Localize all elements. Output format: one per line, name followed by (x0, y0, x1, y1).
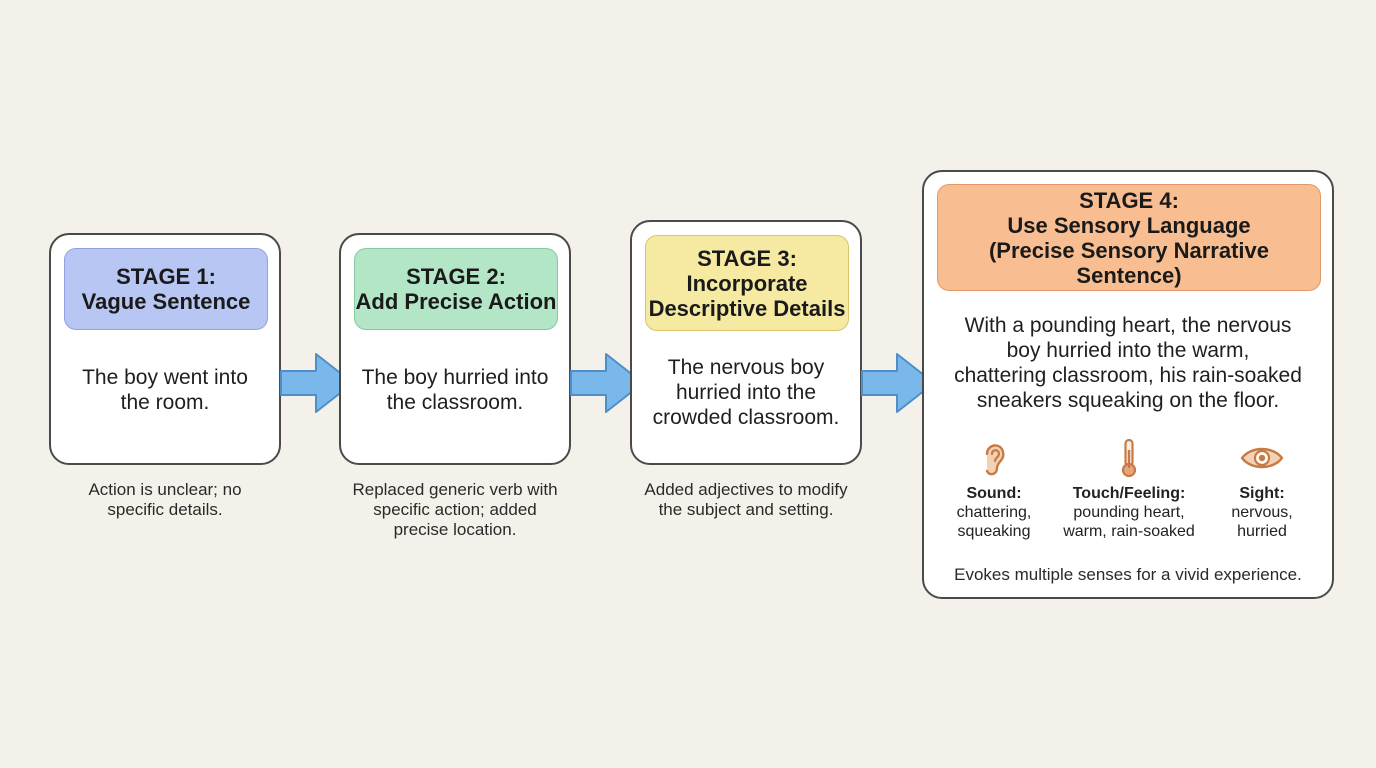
stage-2-header-line-2: Add Precise Action (355, 289, 557, 314)
sense-sound-value-1: chattering, (956, 504, 1032, 521)
stage-3-header-line-2: Incorporate (686, 270, 808, 296)
sense-sight: Sight: nervous, hurried (1207, 438, 1317, 541)
stage-4-header-line-3: (Precise Sensory Narrative Sentence) (988, 237, 1270, 288)
stage-2-note: Replaced generic verb with specific acti… (339, 480, 571, 540)
stage-4-header-line-1: STAGE 4: (1079, 187, 1179, 213)
sense-touch-value-1: pounding heart, (1073, 504, 1185, 521)
stage-4-sentence: With a pounding heart, the nervous boy h… (924, 313, 1332, 413)
arrow-right-icon (280, 353, 354, 413)
stage-1-note-line-2: specific details. (107, 500, 223, 519)
sense-touch-value-2: warm, rain-soaked (1063, 523, 1195, 540)
sense-sight-value-2: hurried (1237, 523, 1287, 540)
arrow-right-icon (570, 353, 644, 413)
arrow-right-icon (861, 353, 935, 413)
stage-3-note: Added adjectives to modify the subject a… (630, 480, 862, 520)
stage-1-header-line-2: Vague Sentence (81, 289, 251, 314)
stage-3-header: STAGE 3: Incorporate Descriptive Details (645, 235, 849, 331)
sense-touch-label: Touch/Feeling: (1072, 485, 1186, 502)
stage-3-header-line-3: Descriptive Details (648, 295, 846, 321)
stage-3-header-line-1: STAGE 3: (697, 245, 797, 271)
stage-2-header: STAGE 2: Add Precise Action (354, 248, 558, 330)
stage-2-sentence: The boy hurried into the classroom. (341, 365, 569, 415)
stage-4-header: STAGE 4: Use Sensory Language (Precise S… (937, 184, 1321, 291)
stage-3-sentence-line-3: crowded classroom. (652, 406, 840, 429)
stage-3-sentence-line-1: The nervous boy (667, 356, 825, 379)
stage-3-note-line-1: Added adjectives to modify (644, 480, 848, 499)
sense-sound-value-2: squeaking (957, 523, 1031, 540)
stage-1-header-line-1: STAGE 1: (116, 264, 216, 289)
stage-1-sentence-line-1: The boy went into (82, 366, 248, 389)
stage-2-sentence-line-2: the classroom. (386, 391, 524, 414)
stage-3-sentence: The nervous boy hurried into the crowded… (632, 355, 860, 430)
stage-2-note-line-3: precise location. (393, 520, 517, 539)
stage-2-note-line-2: specific action; added (373, 500, 537, 519)
stage-1-note: Action is unclear; no specific details. (49, 480, 281, 520)
eye-icon (1240, 447, 1284, 469)
stage-1-note-line-1: Action is unclear; no (88, 480, 242, 499)
stage-2-card: STAGE 2: Add Precise Action The boy hurr… (339, 233, 571, 465)
stage-4-sentence-line-1: With a pounding heart, the nervous (964, 314, 1292, 337)
stage-4-card: STAGE 4: Use Sensory Language (Precise S… (922, 170, 1334, 599)
sense-sight-value-1: nervous, (1231, 504, 1293, 521)
stage-3-sentence-line-2: hurried into the (675, 381, 817, 404)
thermometer-icon (1121, 438, 1137, 478)
stage-1-sentence: The boy went into the room. (51, 365, 279, 415)
stage-2-header-line-1: STAGE 2: (406, 264, 506, 289)
stage-1-card: STAGE 1: Vague Sentence The boy went int… (49, 233, 281, 465)
stage-1-sentence-line-2: the room. (120, 391, 210, 414)
sense-sight-label: Sight: (1239, 485, 1285, 502)
stage-2-sentence-line-1: The boy hurried into (361, 366, 549, 389)
stage-4-sentence-line-4: sneakers squeaking on the floor. (976, 389, 1280, 412)
sense-sound-label: Sound: (966, 485, 1022, 502)
sense-sound: Sound: chattering, squeaking (939, 438, 1049, 541)
stage-4-sentence-line-3: chattering classroom, his rain-soaked (954, 364, 1302, 387)
stage-4-footer: Evokes multiple senses for a vivid exper… (954, 565, 1302, 584)
stage-4-header-line-2: Use Sensory Language (1007, 212, 1251, 238)
stage-3-card: STAGE 3: Incorporate Descriptive Details… (630, 220, 862, 465)
stage-3-note-line-2: the subject and setting. (658, 500, 834, 519)
stage-2-note-line-1: Replaced generic verb with (352, 480, 558, 499)
ear-icon (985, 444, 1005, 476)
stage-4-sentence-line-2: boy hurried into the warm, (1006, 339, 1250, 362)
stage-1-header: STAGE 1: Vague Sentence (64, 248, 268, 330)
sense-touch: Touch/Feeling: pounding heart, warm, rai… (1059, 438, 1199, 541)
